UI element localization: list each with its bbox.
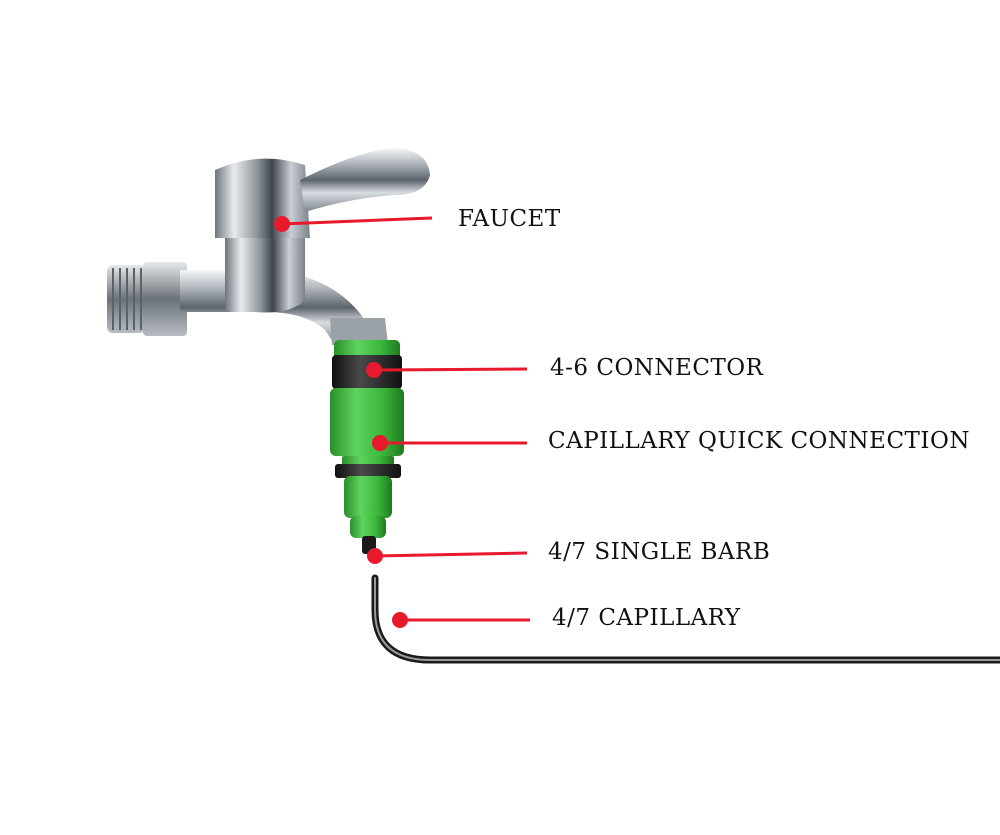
- label-quick-connection: CAPILLARY QUICK CONNECTION: [548, 428, 970, 454]
- pointer-connector: [366, 362, 528, 378]
- pointer-dot-connector: [366, 362, 382, 378]
- threaded-inlet: [107, 262, 187, 336]
- pointer-line-faucet: [281, 216, 433, 226]
- pointer-faucet: [274, 216, 433, 232]
- label-single-barb: 4/7 SINGLE BARB: [548, 539, 771, 565]
- pointer-barb: [367, 548, 528, 564]
- pointer-dot-quick: [372, 435, 388, 451]
- pointer-quick: [372, 435, 527, 451]
- pointer-line-connector: [373, 367, 528, 372]
- pointer-line-barb: [374, 551, 528, 558]
- faucet-handle: [215, 148, 430, 238]
- label-faucet: FAUCET: [458, 206, 561, 232]
- label-capillary: 4/7 CAPILLARY: [552, 605, 741, 631]
- quick-connection-fitting: [330, 388, 404, 538]
- connector-fitting: [332, 340, 402, 389]
- pointer-dot-faucet: [274, 216, 290, 232]
- capillary-tube-highlight: [374, 577, 1000, 661]
- pointer-dot-capillary: [392, 612, 408, 628]
- label-connector: 4-6 CONNECTOR: [550, 355, 764, 381]
- faucet-body: [180, 235, 388, 345]
- pointer-dot-barb: [367, 548, 383, 564]
- pointer-capillary: [392, 612, 530, 628]
